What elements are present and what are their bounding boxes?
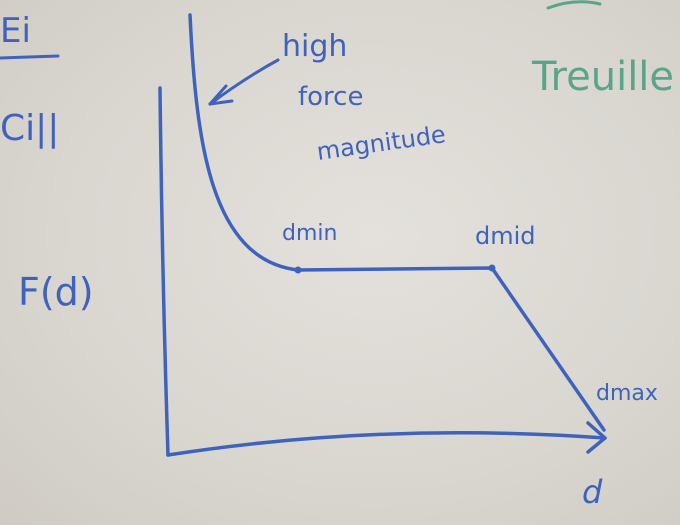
green-fragment	[546, 0, 602, 10]
annotation-arrow	[208, 58, 280, 106]
y-axis-label: F(d)	[18, 270, 94, 314]
dmin-point	[294, 266, 302, 274]
annotation-line3: magnitude	[315, 120, 447, 166]
annotation-line2: force	[298, 82, 363, 112]
dmid-label: dmid	[475, 222, 536, 250]
x-axis-label: d	[582, 473, 603, 511]
dmid-point	[488, 264, 496, 272]
x-axis-arrowhead	[586, 421, 607, 454]
annotation-line1: high	[282, 29, 347, 64]
fragment-top: Ei	[0, 11, 31, 51]
annotation-arrowhead	[208, 84, 234, 106]
green-text: Treuille	[531, 54, 674, 100]
y-axis	[158, 86, 170, 457]
dmin-label: dmin	[282, 221, 337, 246]
force-curve	[188, 13, 606, 432]
fragment-bottom: Ci||	[0, 108, 59, 149]
fraction-bar	[0, 54, 60, 60]
x-axis	[166, 431, 607, 457]
dmax-label: dmax	[596, 381, 658, 406]
